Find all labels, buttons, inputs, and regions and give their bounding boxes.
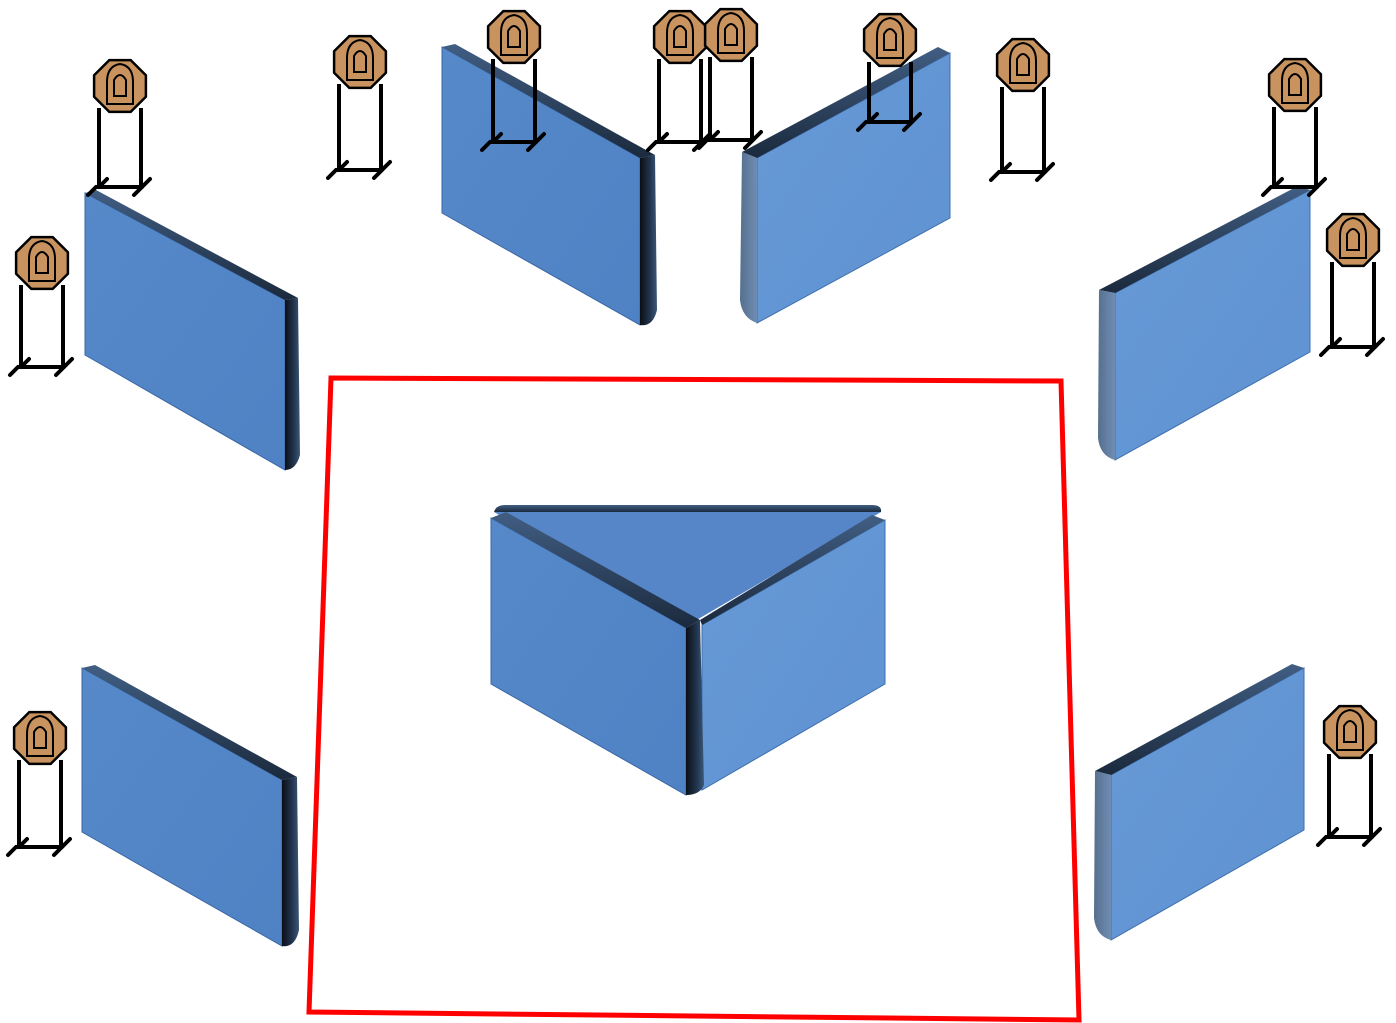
target-inner-zone — [1016, 53, 1030, 76]
target-left-mid — [8, 235, 74, 377]
target-stand-foot — [1330, 337, 1342, 349]
target-stand-foot — [480, 140, 492, 152]
wall-right-lower — [1094, 664, 1305, 941]
target-stand-foot — [867, 112, 879, 124]
target-top-center-left — [480, 9, 546, 152]
target-left-lower — [6, 710, 72, 857]
wall-left-lower — [81, 665, 299, 947]
target-inner-zone — [1346, 228, 1360, 251]
target-outer-zone — [106, 62, 134, 105]
target-outer-zone — [1336, 708, 1364, 751]
target-stand-foot — [692, 140, 704, 152]
target-stand-foot — [132, 185, 144, 197]
target-inner-zone — [507, 25, 521, 48]
target-stand-foot — [372, 168, 384, 180]
target-top-center-right — [856, 12, 922, 132]
target-outer-zone — [500, 13, 528, 56]
wall-top-center-left — [441, 44, 657, 326]
target-outer-zone — [717, 11, 745, 54]
target-right-lower — [1316, 704, 1382, 847]
target-outer-zone — [1339, 216, 1367, 259]
target-inner-zone — [1288, 73, 1302, 96]
target-outer-zone — [666, 13, 694, 56]
target-inner-zone — [1343, 720, 1357, 743]
target-stand-foot — [19, 357, 31, 369]
target-outer-zone — [876, 16, 904, 59]
target-stand-foot — [1272, 177, 1284, 189]
target-inner-zone — [113, 74, 127, 97]
target-stand-foot — [902, 120, 914, 132]
target-outer-zone — [28, 239, 56, 282]
target-stand-foot — [1327, 827, 1339, 839]
target-stand-foot — [1035, 170, 1047, 182]
target-stand-foot — [491, 132, 503, 144]
target-stand-foot — [337, 160, 349, 172]
target-stand-foot — [526, 140, 538, 152]
target-stand-foot — [1362, 835, 1374, 847]
target-stand-foot — [1307, 185, 1319, 197]
target-inner-zone — [33, 726, 47, 749]
target-stand-foot — [1365, 345, 1377, 357]
target-top-center-2 — [697, 7, 763, 150]
target-stand-foot — [697, 138, 709, 150]
target-outer-zone — [1281, 61, 1309, 104]
target-stand-foot — [743, 138, 755, 150]
target-stand-foot — [708, 130, 720, 142]
target-stand-foot — [97, 177, 109, 189]
shooting-area-border — [306, 375, 1082, 1023]
target-top-left — [326, 34, 392, 180]
target-stand-foot — [1261, 185, 1273, 197]
target-inner-zone — [35, 251, 49, 274]
target-stand-foot — [17, 837, 29, 849]
wall-top-center-right — [740, 47, 951, 324]
target-outer-zone — [1009, 41, 1037, 84]
wall-right-upper — [1098, 186, 1311, 461]
target-stand-foot — [657, 132, 669, 144]
target-outer-zone — [26, 714, 54, 757]
target-stand-foot — [646, 140, 658, 152]
target-outer-zone — [346, 38, 374, 81]
target-stand-foot — [8, 365, 20, 377]
targets-layer — [6, 7, 1385, 857]
target-stand-foot — [54, 365, 66, 377]
target-stand-foot — [989, 170, 1001, 182]
target-stand-foot — [1316, 835, 1328, 847]
target-inner-zone — [724, 23, 738, 46]
center-v-barricade — [490, 505, 886, 796]
target-stand-foot — [6, 845, 18, 857]
target-stand-foot — [86, 185, 98, 197]
target-stand-foot — [326, 168, 338, 180]
target-far-left-upper — [86, 58, 152, 197]
wall-left-upper — [84, 190, 300, 471]
target-inner-zone — [673, 25, 687, 48]
target-top-center-1 — [646, 9, 712, 152]
target-inner-zone — [353, 50, 367, 73]
target-stand-foot — [856, 120, 868, 132]
target-top-right — [989, 37, 1055, 182]
target-inner-zone — [883, 28, 897, 51]
target-right-mid — [1319, 212, 1385, 357]
target-stand-foot — [1319, 345, 1331, 357]
target-stand-foot — [1000, 162, 1012, 174]
target-far-right-upper — [1261, 57, 1327, 197]
target-stand-foot — [52, 845, 64, 857]
